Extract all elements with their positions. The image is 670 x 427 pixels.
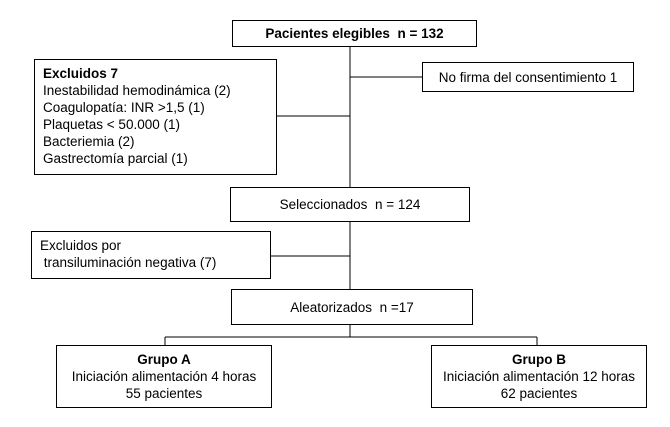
transillumination-box: Excluidos por transiluminación negativa …: [31, 231, 271, 279]
group-b-patients: 62 pacientes: [500, 386, 578, 401]
excluded-item: Bacteriemia (2): [43, 134, 135, 149]
selected-count: n = 124: [374, 197, 421, 212]
transillumination-line2: transiluminación negativa (7): [40, 255, 217, 270]
selected-box: Seleccionados n = 124: [230, 187, 470, 222]
eligible-label: Pacientes elegibles: [265, 26, 390, 41]
selected-label: Seleccionados: [279, 197, 368, 212]
group-a-description: Iniciación alimentación 4 horas: [71, 369, 257, 384]
excluded-item: Inestabilidad hemodinámica (2): [43, 83, 231, 98]
excluded-item: Plaquetas < 50.000 (1): [43, 117, 180, 132]
group-a-patients: 55 pacientes: [125, 386, 203, 401]
excluded-item: Gastrectomía parcial (1): [43, 151, 188, 166]
randomized-label: Aleatorizados: [290, 299, 373, 315]
excluded-item: Coagulopatía: INR >1,5 (1): [43, 100, 205, 115]
randomized-box: Aleatorizados n =17: [231, 289, 473, 325]
randomized-count: n =17: [379, 299, 414, 315]
excluded-box: Excluidos 7 Inestabilidad hemodinámica (…: [34, 59, 277, 175]
eligible-box: Pacientes elegibles n = 132: [232, 20, 477, 47]
group-a-title: Grupo A: [137, 352, 191, 367]
transillumination-line1: Excluidos por: [40, 238, 122, 253]
no-consent-box: No firma del consentimiento 1: [422, 62, 634, 92]
group-b-title: Grupo B: [512, 352, 566, 367]
group-b-box: Grupo B Iniciación alimentación 12 horas…: [431, 345, 647, 408]
excluded-title: Excluidos 7: [43, 66, 119, 81]
group-b-description: Iniciación alimentación 12 horas: [442, 369, 636, 384]
no-consent-label: No firma del consentimiento 1: [438, 69, 618, 85]
group-a-box: Grupo A Iniciación alimentación 4 horas …: [56, 345, 272, 408]
eligible-count: n = 132: [397, 26, 444, 41]
